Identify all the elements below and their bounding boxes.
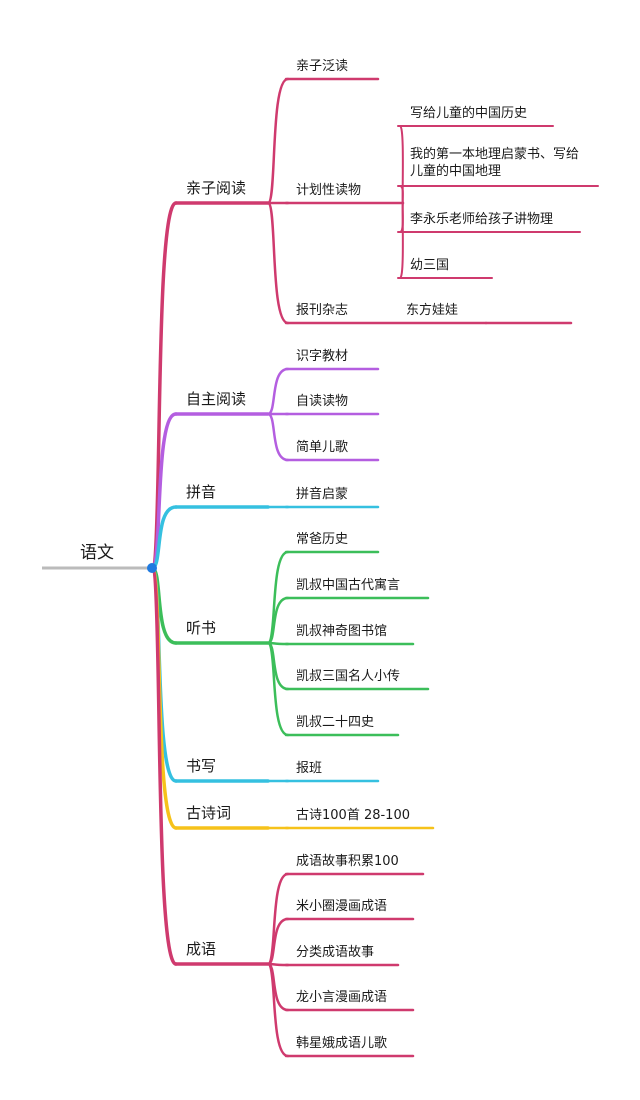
- subtopic-node[interactable]: 东方娃娃: [406, 302, 458, 318]
- topic-node[interactable]: 米小圈漫画成语: [296, 899, 387, 914]
- branch-connector: [150, 412, 178, 570]
- branch-node[interactable]: 听书: [186, 619, 216, 637]
- topic-node[interactable]: 识字教材: [296, 348, 348, 364]
- topic-node[interactable]: 拼音启蒙: [296, 486, 348, 502]
- topic-connector: [266, 201, 290, 325]
- topic-connector: [266, 367, 290, 416]
- connector-layer: [150, 77, 599, 1058]
- branch-node[interactable]: 书写: [186, 757, 216, 775]
- topic-connector: [266, 77, 290, 205]
- topic-node[interactable]: 报刊杂志: [296, 303, 348, 318]
- topic-node[interactable]: 凯叔神奇图书馆: [296, 623, 387, 639]
- branch-node[interactable]: 拼音: [186, 483, 216, 501]
- subtopic-node-line: 我的第一本地理启蒙书、写给: [410, 146, 579, 162]
- topic-node[interactable]: 韩星娥成语儿歌: [296, 1036, 387, 1051]
- topic-node[interactable]: 常爸历史: [296, 532, 348, 547]
- subtopic-node[interactable]: 我的第一本地理启蒙书、写给儿童的中国地理: [410, 146, 579, 179]
- branch-node[interactable]: 成语: [186, 940, 216, 958]
- subtopic-node-line: 儿童的中国地理: [410, 163, 501, 179]
- subtopic-node[interactable]: 写给儿童的中国历史: [410, 105, 527, 121]
- root-connector-dot: [147, 563, 157, 573]
- topic-node[interactable]: 计划性读物: [296, 183, 361, 198]
- topic-node[interactable]: 凯叔三国名人小传: [296, 668, 400, 684]
- topic-connector: [266, 412, 290, 462]
- topic-connector: [266, 641, 290, 737]
- branch-node[interactable]: 古诗词: [186, 804, 231, 822]
- topic-node[interactable]: 自读读物: [296, 394, 348, 409]
- topic-node[interactable]: 亲子泛读: [296, 59, 348, 74]
- topic-node[interactable]: 凯叔中国古代寓言: [296, 577, 400, 593]
- root-node[interactable]: 语文: [80, 543, 114, 563]
- branch-connector: [150, 201, 178, 570]
- topic-node[interactable]: 龙小言漫画成语: [296, 990, 387, 1005]
- branch-connector: [150, 566, 178, 966]
- topic-connector: [266, 917, 290, 966]
- topic-node[interactable]: 分类成语故事: [296, 945, 374, 960]
- topic-connector: [266, 596, 290, 645]
- topic-node[interactable]: 简单儿歌: [296, 439, 348, 455]
- subtopic-node[interactable]: 李永乐老师给孩子讲物理: [410, 212, 553, 227]
- branch-node[interactable]: 亲子阅读: [186, 179, 246, 197]
- topic-node[interactable]: 报班: [296, 761, 322, 776]
- topic-node[interactable]: 凯叔二十四史: [296, 715, 374, 730]
- topic-node[interactable]: 成语故事积累100: [296, 854, 399, 869]
- topic-node[interactable]: 古诗100首 28-100: [296, 808, 410, 823]
- branch-node[interactable]: 自主阅读: [186, 390, 246, 408]
- subtopic-connector: [399, 202, 404, 279]
- subtopic-node[interactable]: 幼三国: [410, 258, 449, 273]
- topic-connector: [266, 962, 290, 1058]
- subtopic-connector: [399, 185, 404, 204]
